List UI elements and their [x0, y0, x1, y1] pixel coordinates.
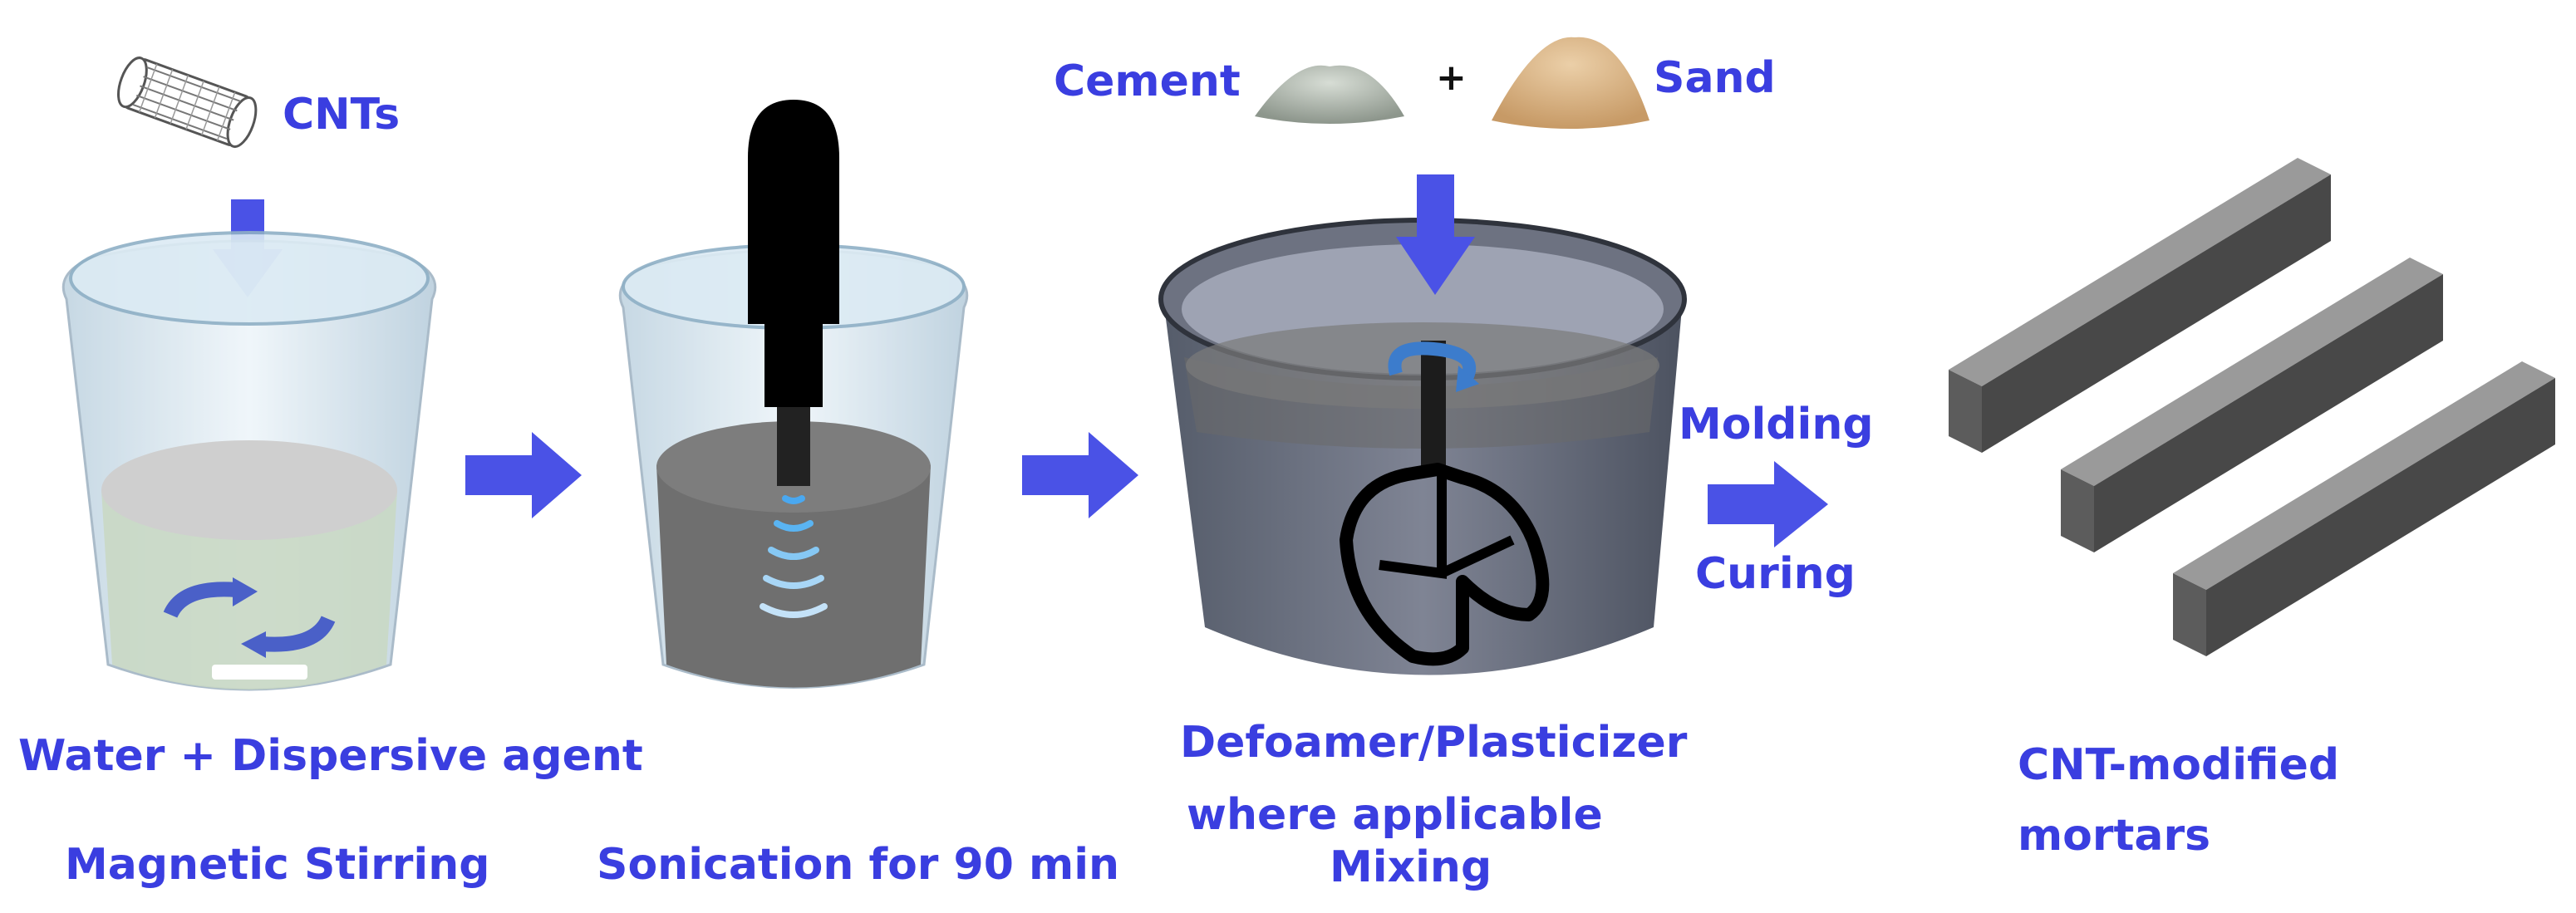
label-cnt-modified: CNT-modified	[2018, 740, 2340, 790]
stir-bar	[212, 665, 307, 680]
mortar-bar-3	[2173, 361, 2555, 656]
label-water-agent: Water + Dispersive agent	[18, 731, 643, 781]
mortar-bar-1	[1949, 158, 2331, 453]
right-arrow-icon	[1708, 461, 1828, 547]
label-sonication: Sonication for 90 min	[597, 840, 1120, 890]
beaker-sonication	[618, 100, 969, 689]
label-mortars: mortars	[2018, 811, 2211, 861]
label-where-applicable: where applicable	[1187, 790, 1603, 840]
mortar-bar-2	[2061, 258, 2443, 552]
label-magnetic-stirring: Magnetic Stirring	[65, 840, 490, 890]
right-arrow-icon	[465, 432, 582, 518]
label-cement: Cement	[1054, 56, 1241, 106]
sonicator-probe-icon	[748, 100, 839, 486]
label-molding: Molding	[1679, 400, 1874, 449]
label-curing: Curing	[1695, 549, 1856, 599]
mixer-paddle-icon	[1340, 341, 1550, 666]
sand-pile-icon	[1492, 37, 1649, 129]
cement-pile-icon	[1255, 65, 1404, 124]
label-sand: Sand	[1654, 53, 1776, 103]
label-plus: +	[1436, 56, 1467, 99]
down-arrow-icon	[1396, 174, 1475, 295]
mixing-bowl	[1158, 218, 1687, 675]
label-mixing: Mixing	[1330, 842, 1492, 892]
right-arrow-icon	[1022, 432, 1138, 518]
rotation-arrows-icon	[163, 577, 336, 658]
carbon-nanotube-icon	[117, 56, 258, 149]
label-defoamer: Defoamer/Plasticizer	[1180, 718, 1688, 768]
beaker-stirring	[61, 56, 437, 691]
ultrasonic-waves-icon	[760, 495, 828, 618]
label-cnts: CNTs	[283, 90, 401, 140]
